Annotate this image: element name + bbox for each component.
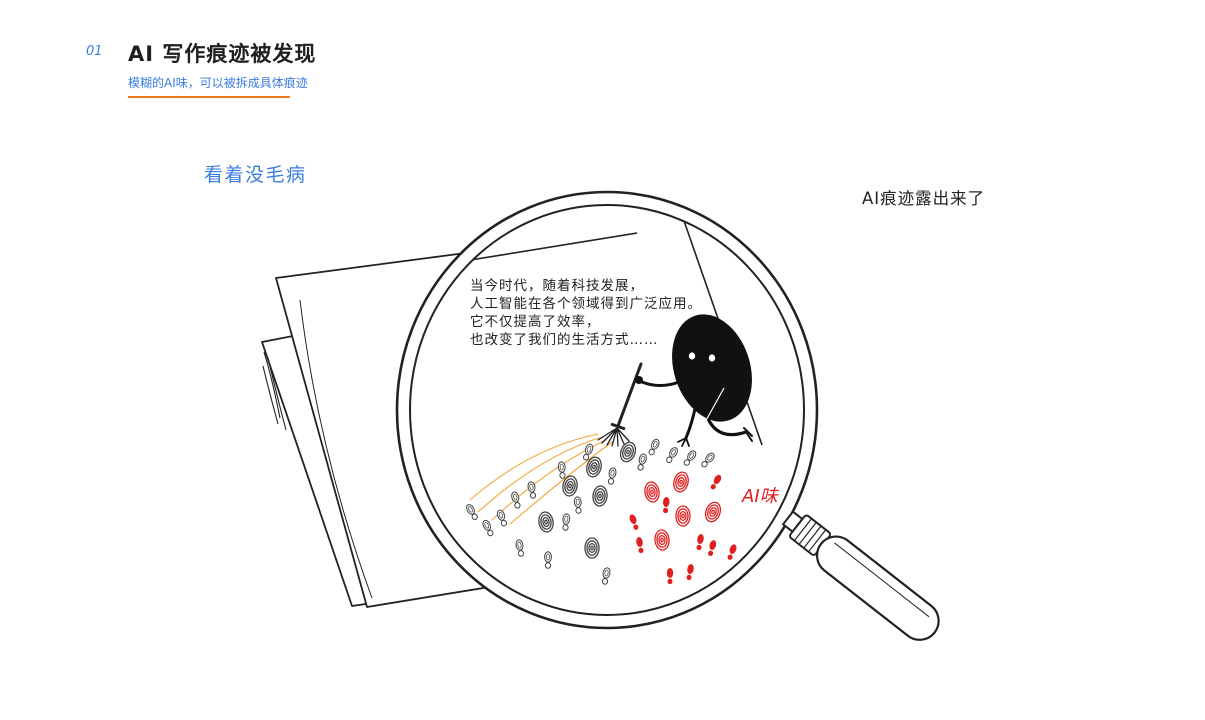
lens-text-line-4: 也改变了我们的生活方式…… xyxy=(470,332,659,348)
magnifier-handle xyxy=(781,510,940,641)
character-eye-right xyxy=(708,354,716,362)
fingerprint-red xyxy=(644,481,660,503)
character-arm-ground xyxy=(684,402,698,440)
fingerprint-red xyxy=(675,505,691,527)
footprint-gray xyxy=(466,504,478,521)
footprint-gray xyxy=(527,481,537,499)
footprint-red xyxy=(686,564,694,581)
brush-sweep-strokes xyxy=(469,433,613,525)
fingerprint-gray xyxy=(562,475,578,497)
lens-text-line-2: 人工智能在各个领域得到广泛应用。 xyxy=(470,295,702,312)
broom-icon xyxy=(597,362,643,447)
character-body xyxy=(672,314,752,422)
sweep-stroke xyxy=(469,433,599,501)
lens-text-line-1: 当今时代，随着科技发展， xyxy=(470,277,644,294)
footprint-red xyxy=(629,514,639,530)
footprint-red xyxy=(636,537,644,554)
footprint-gray xyxy=(666,447,678,464)
fingerprint-gray xyxy=(538,511,554,533)
footprint-gray xyxy=(637,453,647,471)
lens-content: 当今时代，随着科技发展， 人工智能在各个领域得到广泛应用。 它不仅提高了效率， … xyxy=(451,217,763,585)
footprint-gray xyxy=(683,450,697,466)
footprint-gray xyxy=(557,461,566,479)
sweep-stroke xyxy=(509,441,613,525)
footprint-gray xyxy=(511,491,521,509)
label-looks-fine: 看着没毛病 xyxy=(204,164,307,186)
footprint-red xyxy=(666,568,674,585)
footprint-red xyxy=(727,544,737,560)
lens-inner-ring xyxy=(409,204,805,616)
footprint-red xyxy=(710,474,722,490)
footprint-gray xyxy=(601,567,611,585)
fingerprint-gray xyxy=(584,537,600,559)
character-hand-broom xyxy=(635,376,643,384)
fingerprint-gray xyxy=(619,441,637,463)
footprint-gray xyxy=(496,509,508,527)
broom-bristles xyxy=(597,427,630,447)
zoomed-paper-top-edge xyxy=(451,232,638,264)
footprint-red xyxy=(663,497,670,514)
footprint-red xyxy=(708,540,717,556)
label-traces-revealed: AI痕迹露出来了 xyxy=(862,189,986,208)
lens-text-line-3: 它不仅提高了效率， xyxy=(470,313,601,330)
character-eye-left xyxy=(688,352,696,360)
slide-number: 01 xyxy=(86,44,103,59)
footprint-gray xyxy=(482,519,494,537)
label-ai-flavor: AI味 xyxy=(741,486,780,507)
footprint-gray xyxy=(544,551,552,569)
footprint-red xyxy=(696,534,704,551)
fingerprint-red xyxy=(654,529,670,551)
footprint-gray xyxy=(701,452,715,468)
trace-prints xyxy=(466,438,737,585)
fingerprint-red xyxy=(704,501,722,523)
paper-fold-line xyxy=(299,299,373,599)
footprint-gray xyxy=(648,438,660,456)
handle-grip xyxy=(815,535,940,641)
ink-blob-character xyxy=(635,314,753,447)
fingerprint-red xyxy=(673,471,689,493)
footprint-gray xyxy=(515,539,525,557)
handle-collar-ridges xyxy=(793,518,827,553)
paper-edge-lines xyxy=(262,351,287,431)
footprint-gray xyxy=(607,467,617,485)
fingerprint-gray xyxy=(586,456,602,478)
handle-grip-highlight xyxy=(834,542,930,618)
character-fingers xyxy=(677,437,690,447)
footprint-gray xyxy=(562,513,571,531)
character-foot xyxy=(743,427,753,442)
character-arm-broom xyxy=(640,378,686,387)
footprint-gray xyxy=(582,443,594,461)
sweep-stroke xyxy=(477,436,603,513)
slide-subtitle: 模糊的AI味，可以被拆成具体痕迹 xyxy=(128,76,308,90)
fingerprint-gray xyxy=(592,485,608,507)
lens-outer-ring xyxy=(395,190,819,630)
broom-band xyxy=(610,422,626,431)
footprint-gray xyxy=(573,496,582,514)
character-sheen xyxy=(703,387,725,425)
title-underline xyxy=(128,96,290,98)
broom-handle xyxy=(616,362,643,428)
slide-title: AI 写作痕迹被发现 xyxy=(128,42,317,66)
sweep-stroke xyxy=(491,439,607,521)
